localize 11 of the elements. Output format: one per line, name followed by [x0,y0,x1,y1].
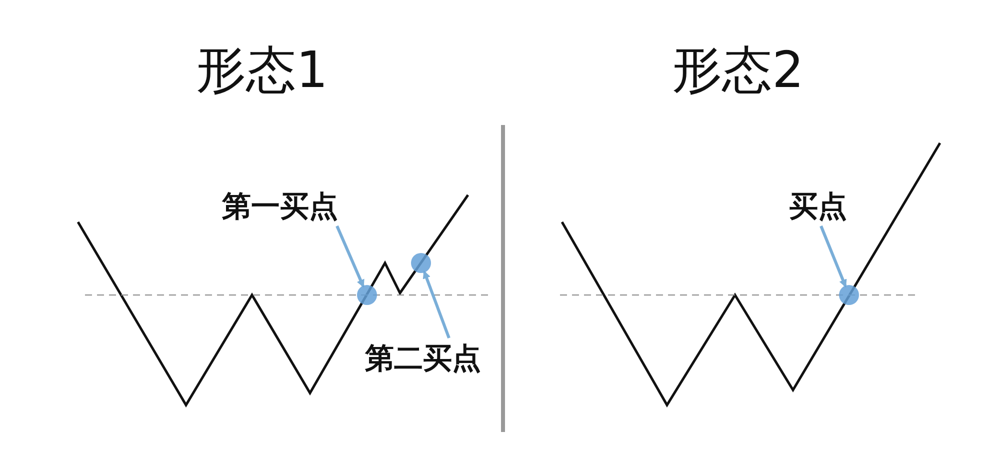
callout-label: 第二买点 [344,340,502,376]
buy-point-dot [839,285,859,305]
arrow [422,270,450,339]
callout-label: 第一买点 [200,188,360,224]
buy-point-dot [357,285,377,305]
buy-point-dot [411,253,431,273]
panel-title: 形态2 [671,40,805,100]
panel-title: 形态1 [195,40,329,100]
callout-label: 买点 [778,188,858,224]
arrow [336,225,364,288]
arrow [820,225,847,288]
